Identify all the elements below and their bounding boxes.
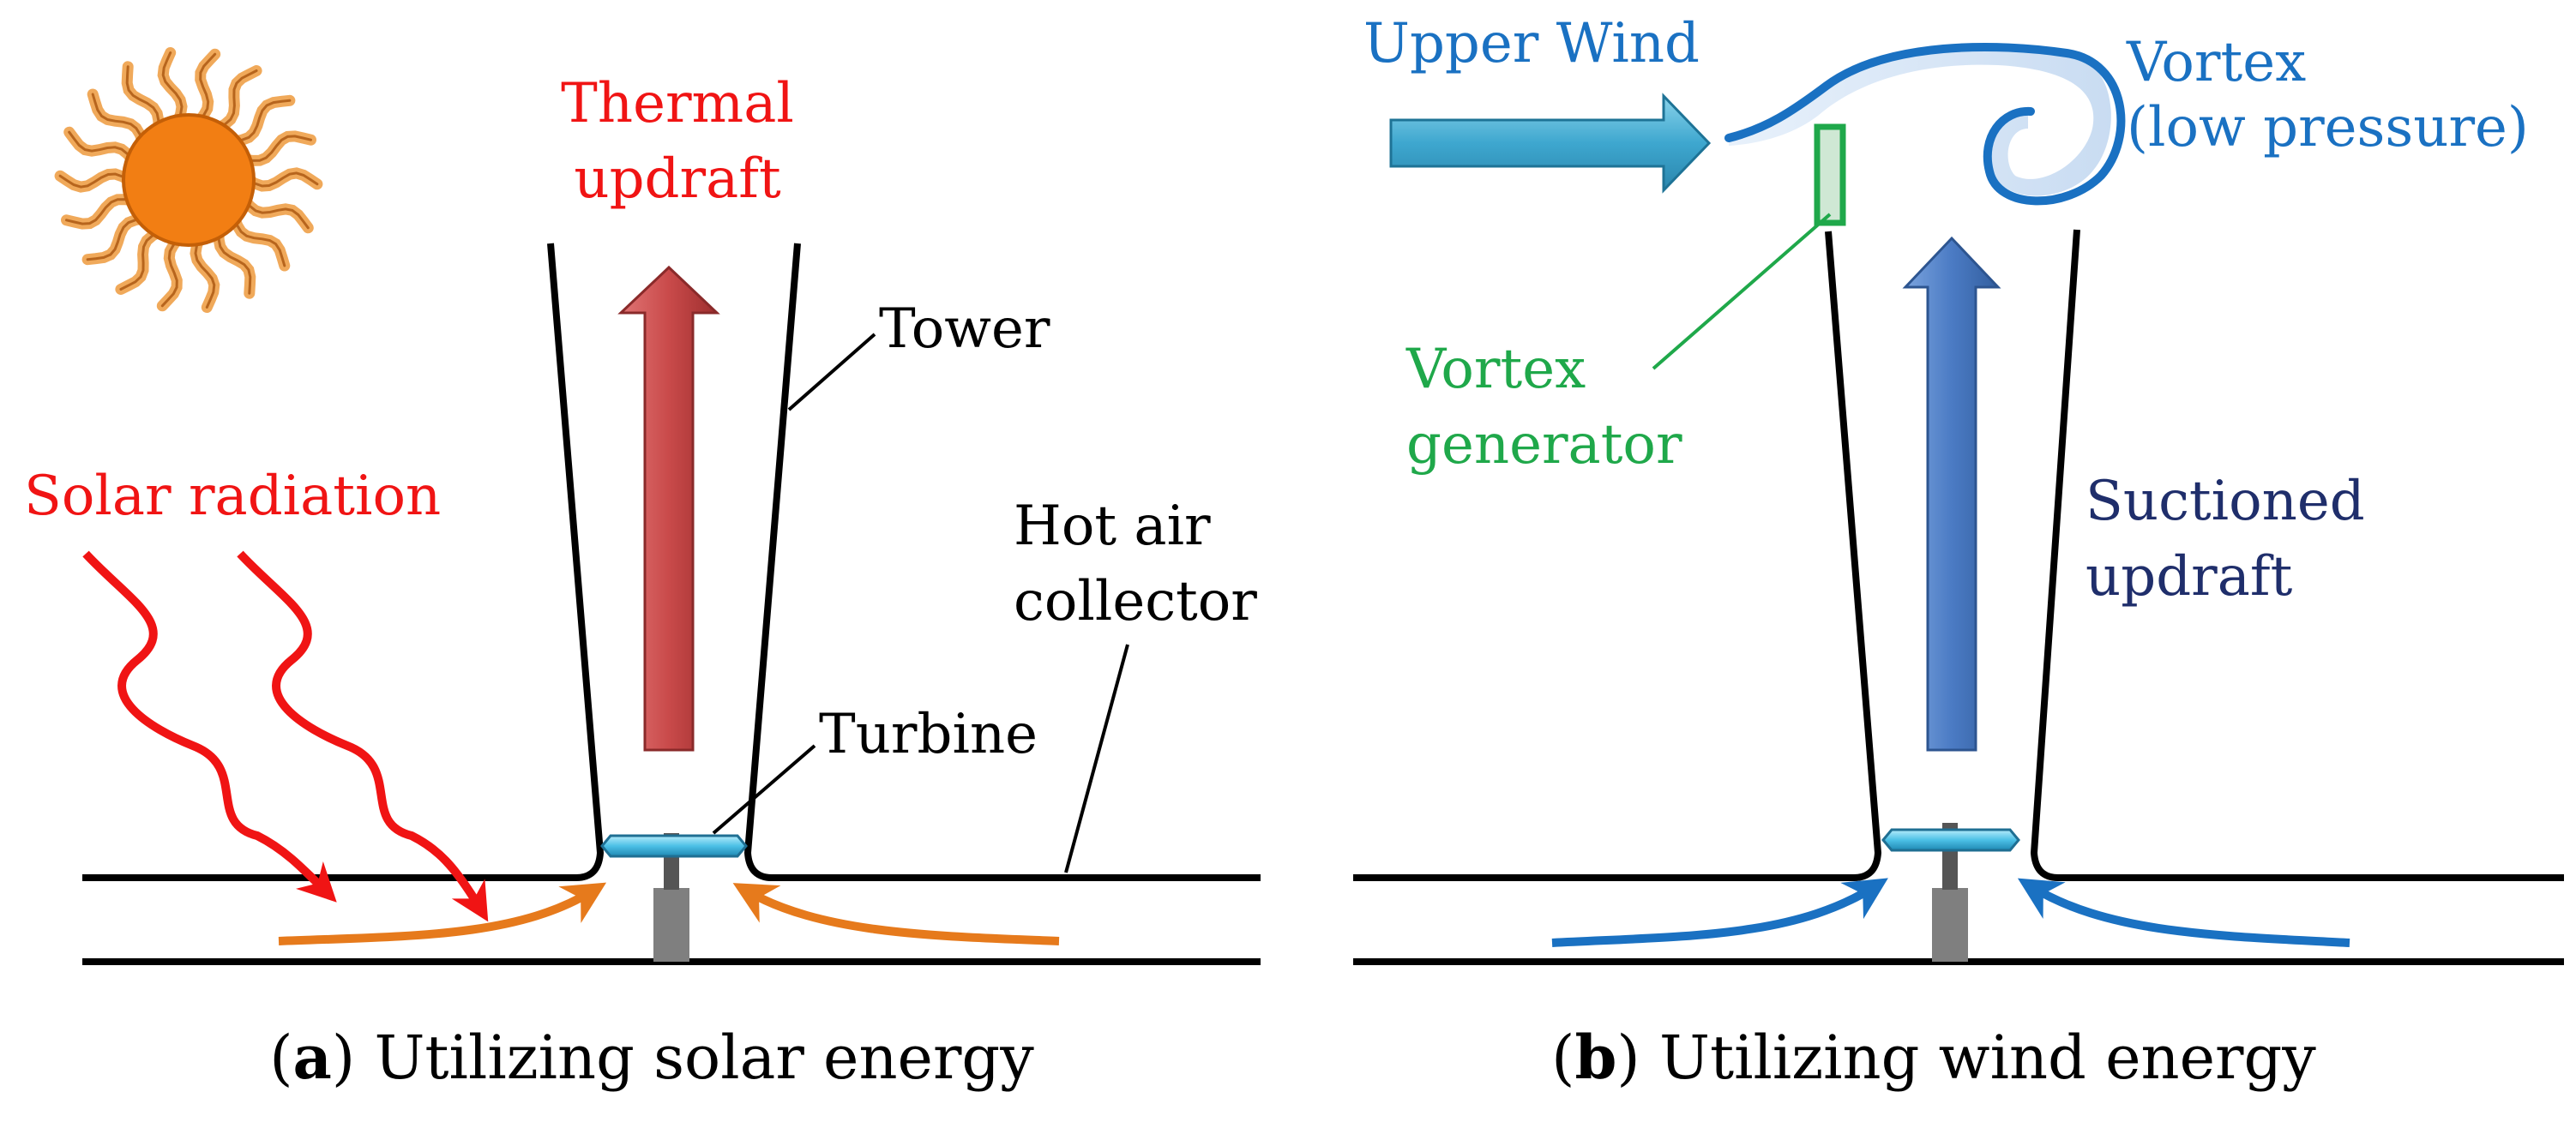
label-vortex-generator-1: Vortex [1405,338,1586,401]
caption-b-letter: b [1574,1022,1616,1093]
tower-leader [787,333,876,411]
sun-ray-outline [233,217,286,267]
label-suctioned-2: updraft [2085,545,2293,609]
inflow-right-arrow-b [2017,878,2350,947]
sun-ray-outline [247,171,319,188]
inflow-left-arrow-a [278,882,607,945]
thermal-updraft-arrow [617,265,720,752]
vortex-generator-icon [1814,123,1846,226]
solar-ray-1 [82,550,337,903]
suctioned-updraft-arrow [1902,236,2001,752]
sun-ray [115,226,165,295]
vortex-shape [1729,46,2111,196]
panel-b: Upper Wind Vortex (low pressure) Vortex … [1353,12,2564,1093]
sun-ray-outline [217,231,252,295]
label-thermal-updraft-2: updraft [574,147,781,211]
sun-ray-outline [91,93,144,143]
turbine-post-b [1932,888,1968,962]
sun-icon [54,47,323,313]
label-vortex-generator-2: generator [1406,413,1682,477]
label-turbine: Turbine [819,703,1038,766]
label-upper-wind: Upper Wind [1363,12,1700,75]
sun-ray-outline [125,65,160,129]
solar-ray-2 [237,550,489,922]
caption-a-letter: a [293,1022,332,1093]
sun-disc [122,113,256,247]
inflow-right-arrow-a [732,883,1060,945]
sun-ray-outline [244,135,312,162]
panel-a: Thermal updraft Tower Solar radiation Ho… [24,47,1261,1093]
sun-ray-outline [58,172,130,189]
sun-ray-outline [65,198,134,225]
sun-ray-outline [194,237,216,309]
sun-ray-outline [233,99,292,143]
sun-ray-outline [86,217,144,261]
sun-ray-outline [217,69,258,129]
sun-ray-outline [68,130,134,161]
collector-leader [1064,644,1129,873]
sun-ray-outline [161,51,184,123]
sun-ray [213,65,262,134]
sun-ray-outline [197,52,217,123]
turbine-icon-b [1881,828,2020,852]
caption-a: (a) Utilizing solar energy [269,1022,1034,1093]
inflow-left-arrow-b [1551,878,1888,947]
label-hot-air-2: collector [1014,570,1257,633]
caption-b-text: Utilizing wind energy [1659,1023,2316,1093]
sun-ray-outline [244,199,310,230]
label-suctioned-1: Suctioned [2085,470,2365,533]
sun-ray [61,194,138,230]
label-vortex-1: Vortex [2126,31,2306,94]
sun-ray-outline [160,237,180,308]
upper-wind-arrow [1389,93,1712,194]
label-vortex-2: (low pressure) [2127,96,2529,159]
vortex-generator-leader [1652,213,1832,370]
turbine-icon-a [600,834,748,858]
turbine-leader [712,744,816,835]
sun-ray [239,130,316,166]
vortex-outline [1724,42,2126,206]
label-hot-air-1: Hot air [1014,495,1211,558]
caption-a-text: Utilizing solar energy [374,1023,1034,1093]
caption-b: (b) Utilizing wind energy [1551,1022,2316,1093]
label-solar-radiation: Solar radiation [24,465,441,528]
label-tower: Tower [879,297,1050,361]
sun-ray-outline [119,231,160,291]
turbine-post-a [653,888,689,962]
label-thermal-updraft-1: Thermal [561,72,794,135]
